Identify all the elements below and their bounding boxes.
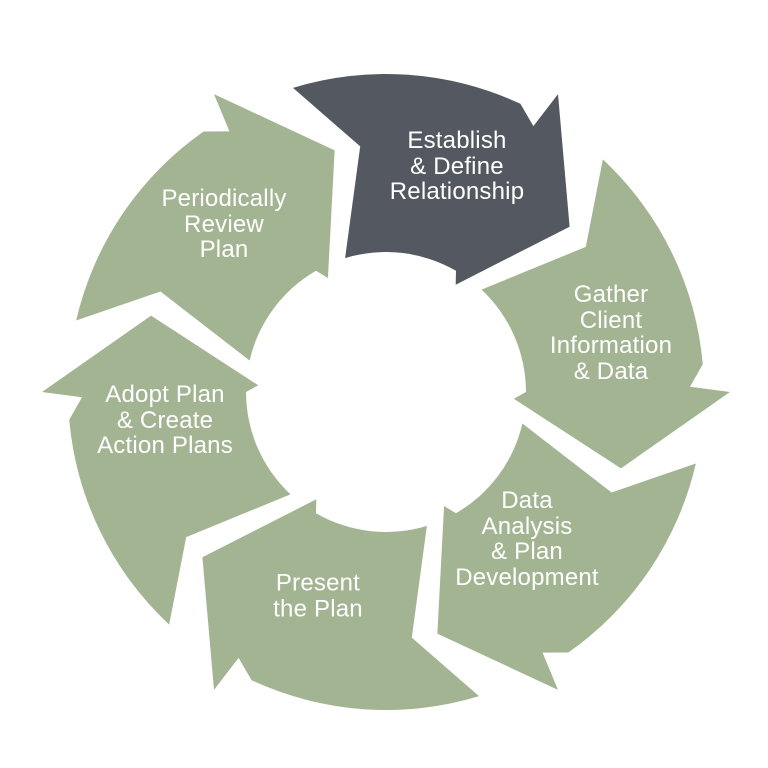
step-arrow-periodically-review-plan — [76, 94, 335, 361]
step-arrow-adopt-plan-create-action-plans — [42, 315, 291, 625]
step-arrow-establish-define-relationship — [293, 73, 570, 285]
cycle-arrow-group — [42, 73, 730, 711]
step-arrow-present-the-plan — [202, 499, 479, 711]
step-arrow-data-analysis-plan-development — [437, 423, 696, 690]
step-arrow-gather-client-information — [481, 159, 730, 469]
